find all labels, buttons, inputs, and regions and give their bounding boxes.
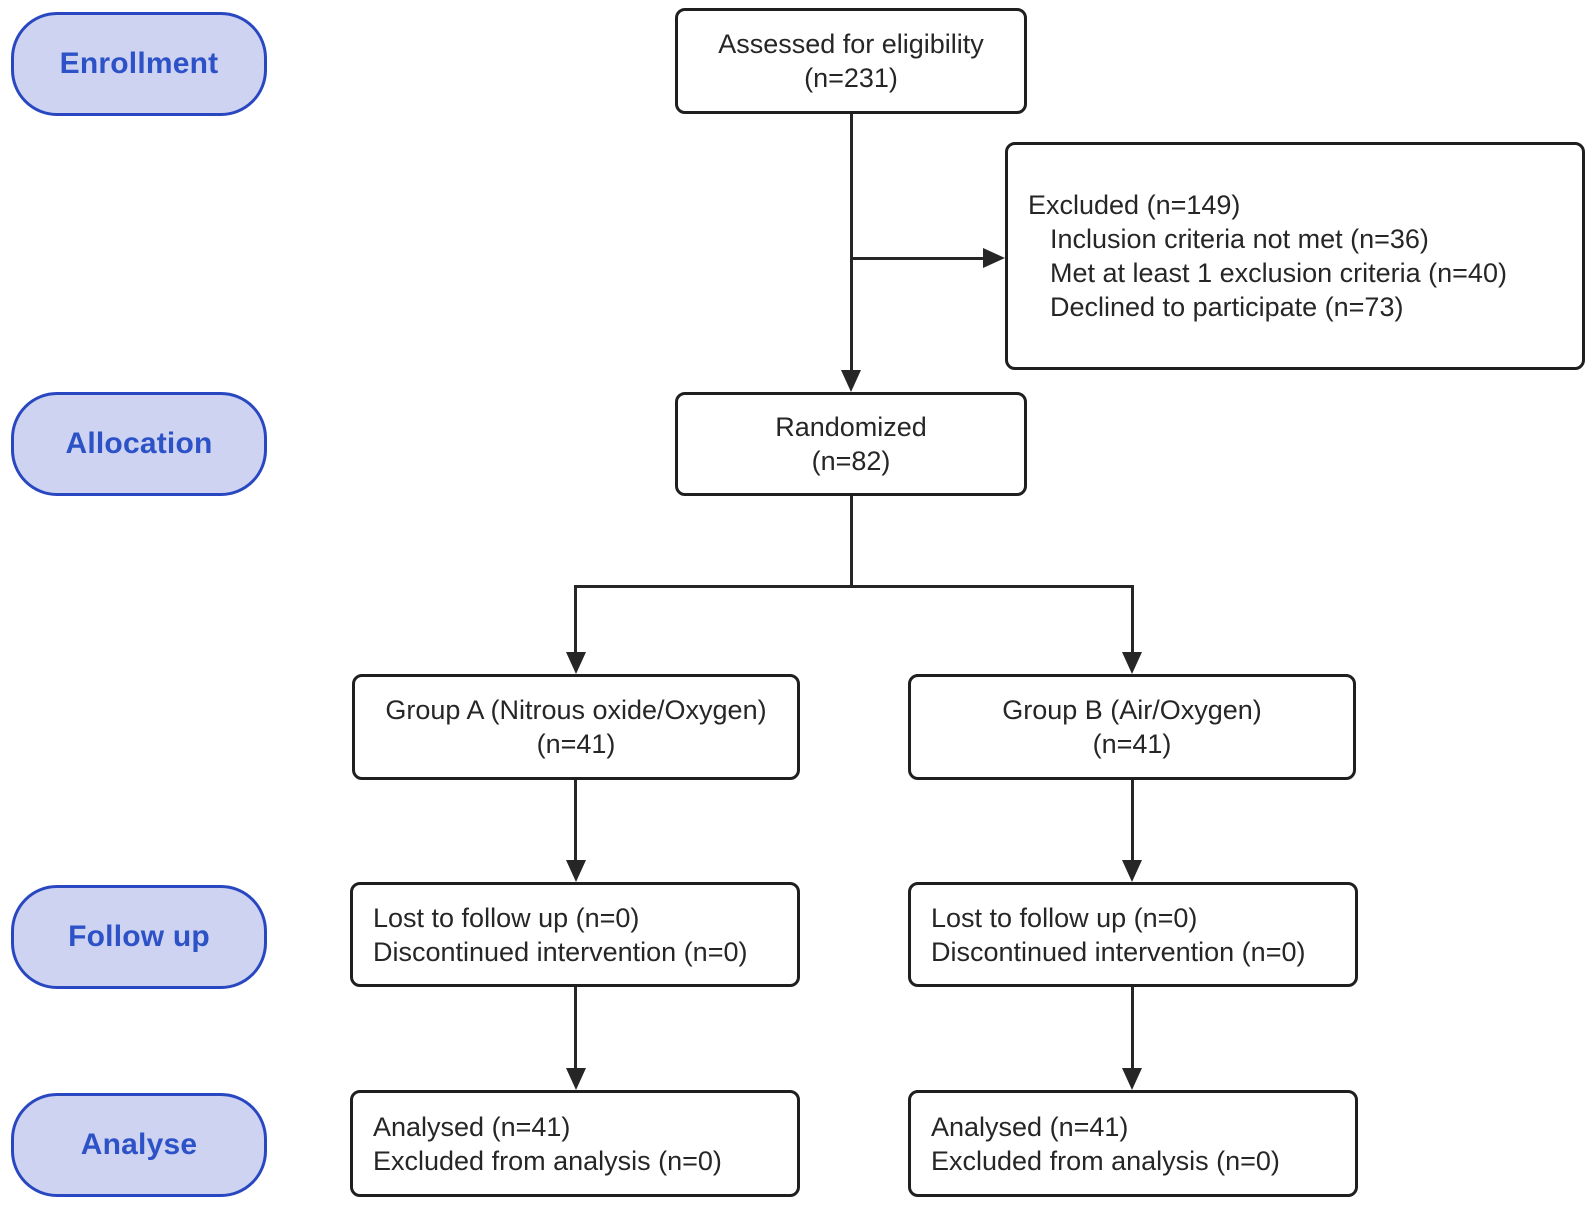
node-text-line: Group A (Nitrous oxide/Oxygen): [385, 695, 767, 725]
node-text-line: Group B (Air/Oxygen): [1002, 695, 1262, 725]
node-text-line: Lost to follow up (n=0): [373, 902, 640, 933]
connector-split-horizontal: [574, 585, 1134, 588]
arrowhead-down-icon: [1122, 1068, 1142, 1090]
node-text-line: (n=41): [1092, 729, 1172, 759]
node-text-line: Met at least 1 exclusion criteria (n=40): [1050, 258, 1507, 288]
stage-pill-followup: Follow up: [11, 885, 267, 989]
node-text-line: (n=231): [804, 63, 898, 93]
connector-followup-a-analysed: [574, 987, 577, 1070]
node-text-line: (n=82): [811, 446, 891, 476]
node-text-line: Analysed (n=41): [931, 1111, 1129, 1142]
node-text-line: Excluded from analysis (n=0): [931, 1145, 1280, 1176]
analysed-a-box: Analysed (n=41) Excluded from analysis (…: [350, 1090, 800, 1197]
connector-group-a-followup: [574, 780, 577, 862]
connector-randomized-split: [850, 496, 853, 587]
arrowhead-down-icon: [566, 1068, 586, 1090]
connector-group-b-followup: [1131, 780, 1134, 862]
node-text-line: Discontinued intervention (n=0): [373, 936, 748, 967]
connector-split-group-a: [574, 585, 577, 654]
stage-label: Enrollment: [59, 47, 219, 80]
connector-assessed-randomized: [850, 114, 853, 372]
stage-pill-analyse: Analyse: [11, 1093, 267, 1197]
connector-followup-b-analysed: [1131, 987, 1134, 1070]
arrowhead-down-icon: [566, 652, 586, 674]
node-text-line: Randomized: [775, 412, 927, 442]
assessed-eligibility-box: Assessed for eligibility (n=231): [675, 8, 1027, 114]
node-text-line: Declined to participate (n=73): [1050, 292, 1404, 322]
arrowhead-down-icon: [1122, 860, 1142, 882]
group-b-box: Group B (Air/Oxygen) (n=41): [908, 674, 1356, 780]
followup-b-box: Lost to follow up (n=0) Discontinued int…: [908, 882, 1358, 987]
group-a-box: Group A (Nitrous oxide/Oxygen) (n=41): [352, 674, 800, 780]
node-text-line: Analysed (n=41): [373, 1111, 571, 1142]
connector-split-group-b: [1131, 585, 1134, 654]
followup-a-box: Lost to follow up (n=0) Discontinued int…: [350, 882, 800, 987]
arrowhead-right-icon: [983, 248, 1005, 268]
node-text-line: Assessed for eligibility: [718, 29, 984, 59]
stage-pill-enrollment: Enrollment: [11, 12, 267, 116]
stage-label: Analyse: [80, 1128, 198, 1161]
excluded-box: Excluded (n=149) Inclusion criteria not …: [1005, 142, 1585, 370]
arrowhead-down-icon: [1122, 652, 1142, 674]
node-text-line: Excluded (n=149): [1028, 190, 1241, 220]
node-text-line: Discontinued intervention (n=0): [931, 936, 1306, 967]
stage-pill-allocation: Allocation: [11, 392, 267, 496]
stage-label: Allocation: [65, 427, 213, 460]
analysed-b-box: Analysed (n=41) Excluded from analysis (…: [908, 1090, 1358, 1197]
node-text-line: Inclusion criteria not met (n=36): [1050, 224, 1429, 254]
node-text-line: Lost to follow up (n=0): [931, 902, 1198, 933]
node-text-line: Excluded from analysis (n=0): [373, 1145, 722, 1176]
connector-to-excluded: [851, 257, 983, 260]
stage-label: Follow up: [68, 920, 210, 953]
arrowhead-down-icon: [841, 370, 861, 392]
arrowhead-down-icon: [566, 860, 586, 882]
node-text-line: (n=41): [536, 729, 616, 759]
randomized-box: Randomized (n=82): [675, 392, 1027, 496]
